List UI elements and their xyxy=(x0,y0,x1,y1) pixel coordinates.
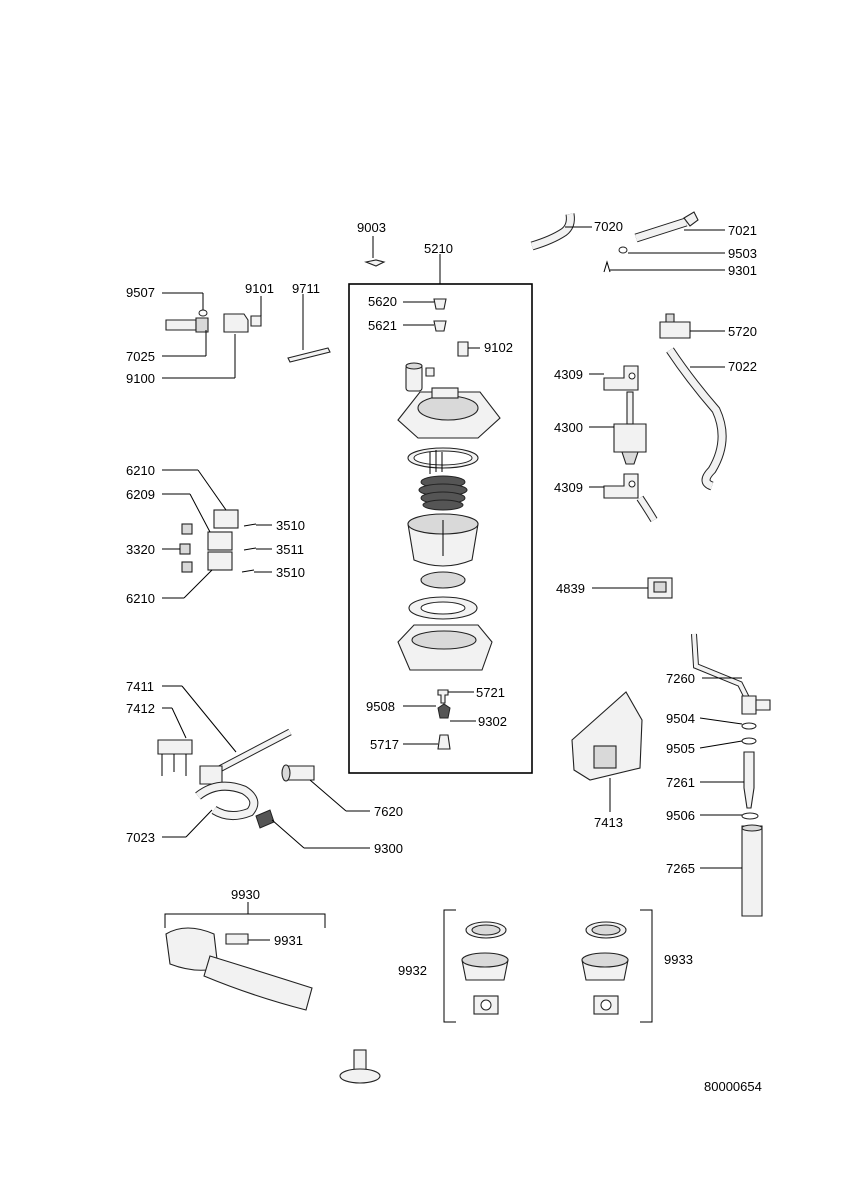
label-9711: 9711 xyxy=(292,281,320,296)
valve-5720-shape xyxy=(659,321,691,339)
label-7413: 7413 xyxy=(594,815,623,830)
part-5721-shape xyxy=(437,689,449,704)
oring-9504-shape xyxy=(741,722,757,730)
part-9102-shape xyxy=(457,341,469,357)
bracket-9930-shape xyxy=(164,913,326,928)
bracket-9933-shape xyxy=(640,909,653,1023)
label-9302: 9302 xyxy=(478,714,507,729)
label-4839: 4839 xyxy=(556,581,585,596)
label-9300: 9300 xyxy=(374,841,403,856)
label-9101: 9101 xyxy=(245,281,274,296)
label-9003: 9003 xyxy=(357,220,386,235)
label-3510-bottom: 3510 xyxy=(276,565,305,580)
label-7620: 7620 xyxy=(374,804,403,819)
label-9508: 9508 xyxy=(366,699,395,714)
label-7020: 7020 xyxy=(594,219,623,234)
label-7025: 7025 xyxy=(126,349,155,364)
label-6210-bottom: 6210 xyxy=(126,591,155,606)
oring-9507-shape xyxy=(198,309,208,317)
label-9507: 9507 xyxy=(126,285,155,300)
label-7265: 7265 xyxy=(666,861,695,876)
bracket-9932-shape xyxy=(443,909,456,1023)
valve-9100-shape xyxy=(223,313,249,333)
label-5720: 5720 xyxy=(728,324,757,339)
label-9102: 9102 xyxy=(484,340,513,355)
label-9506: 9506 xyxy=(666,808,695,823)
part-labels: 9003 5210 7020 7021 9503 9301 9507 9101 … xyxy=(126,219,762,1094)
label-4309-bottom: 4309 xyxy=(554,480,583,495)
drawing-number: 80000654 xyxy=(704,1079,762,1094)
oring-9506-shape xyxy=(741,812,759,820)
part-9101-shape xyxy=(250,315,262,327)
shower-plate-shape xyxy=(420,571,466,589)
bracket-4309a-shape xyxy=(603,365,639,391)
label-5210: 5210 xyxy=(424,241,453,256)
label-3511: 3511 xyxy=(276,542,304,557)
label-7412: 7412 xyxy=(126,701,155,716)
label-7023: 7023 xyxy=(126,830,155,845)
label-7022: 7022 xyxy=(728,359,757,374)
tube-7261-shape xyxy=(743,751,755,809)
leader-lines xyxy=(162,226,744,941)
part-5620-shape xyxy=(433,298,447,310)
part-9302-shape xyxy=(437,703,451,719)
label-7260: 7260 xyxy=(666,671,695,686)
label-9504: 9504 xyxy=(666,711,695,726)
clip-9301-shape xyxy=(603,260,611,273)
oring-9503-shape xyxy=(618,246,628,254)
spring-9300-shape xyxy=(255,809,275,829)
bracket-4309b-shape xyxy=(603,473,639,499)
heating-element-shape xyxy=(418,450,468,511)
part-5621-shape xyxy=(433,320,447,332)
label-6210-top: 6210 xyxy=(126,463,155,478)
label-9933: 9933 xyxy=(664,952,693,967)
boiler-parts-group xyxy=(397,298,501,750)
label-9932: 9932 xyxy=(398,963,427,978)
fitting-7025-shape xyxy=(165,319,197,331)
filter-baskets-9933-group xyxy=(581,921,629,1015)
label-7021: 7021 xyxy=(728,223,757,238)
label-9505: 9505 xyxy=(666,741,695,756)
tamper-shape xyxy=(339,1049,381,1084)
part-9711-shape xyxy=(287,347,331,363)
label-7261: 7261 xyxy=(666,775,695,790)
sleeve-7265-shape xyxy=(741,825,763,917)
label-5717: 5717 xyxy=(370,737,399,752)
filter-baskets-9932-group xyxy=(461,921,509,1015)
label-3510-top: 3510 xyxy=(276,518,305,533)
label-9503: 9503 xyxy=(728,246,757,261)
label-5721: 5721 xyxy=(476,685,505,700)
label-9930: 9930 xyxy=(231,887,260,902)
label-9301: 9301 xyxy=(728,263,757,278)
label-5620: 5620 xyxy=(368,294,397,309)
part-5717-shape xyxy=(437,734,451,750)
part-7412-shape xyxy=(157,739,193,755)
label-9931: 9931 xyxy=(274,933,303,948)
label-7411: 7411 xyxy=(126,679,154,694)
part-9003-shape xyxy=(364,259,386,267)
bracket-7413-shape xyxy=(571,691,643,781)
label-5621: 5621 xyxy=(368,318,397,333)
label-6209: 6209 xyxy=(126,487,155,502)
pump-4300-shape xyxy=(613,423,647,453)
part-9931-shape xyxy=(225,933,249,945)
oring-9505-shape xyxy=(741,737,757,745)
solenoid-valves-group xyxy=(179,509,257,573)
label-9100: 9100 xyxy=(126,371,155,386)
label-3320: 3320 xyxy=(126,542,155,557)
label-4309-top: 4309 xyxy=(554,367,583,382)
label-4300: 4300 xyxy=(554,420,583,435)
